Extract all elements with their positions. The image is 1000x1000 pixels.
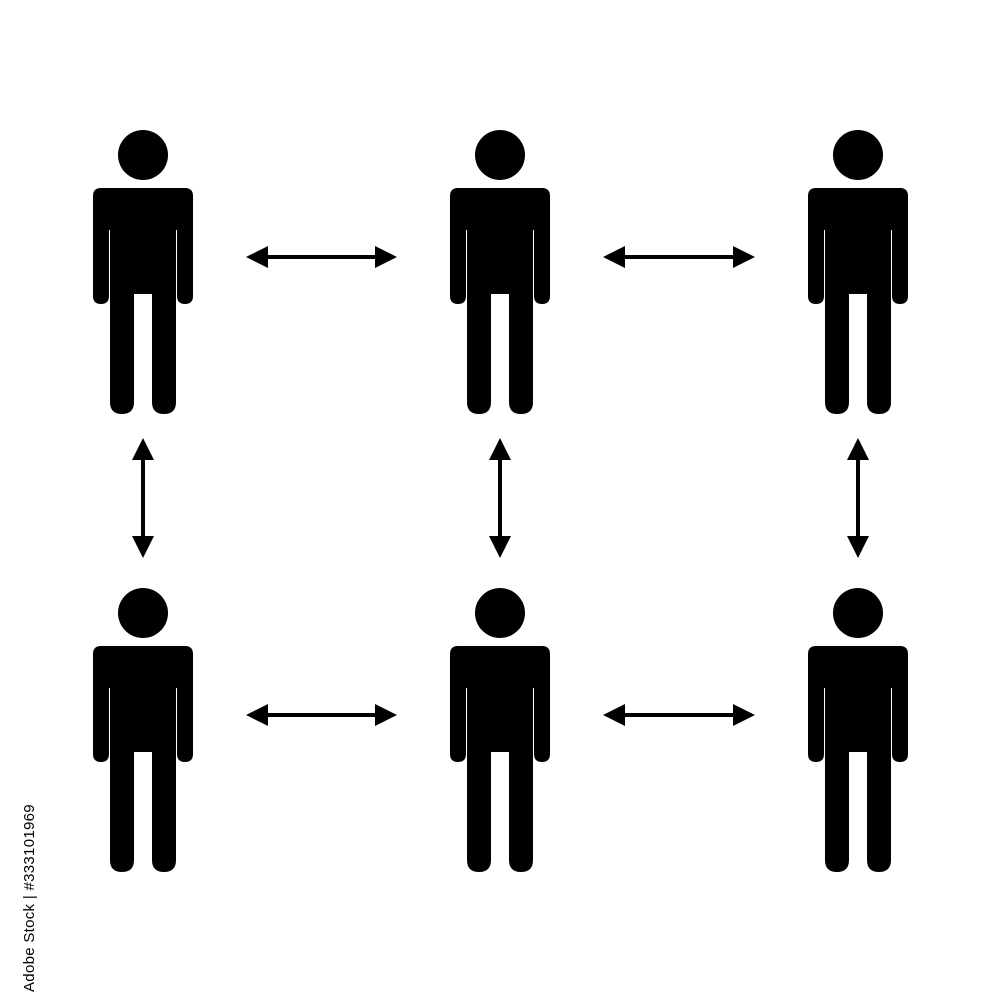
person-icon — [93, 588, 193, 872]
double-headed-arrow-icon — [489, 438, 511, 558]
person-icon — [808, 588, 908, 872]
person-icon — [450, 130, 550, 414]
person-icon — [450, 588, 550, 872]
person-icon — [808, 130, 908, 414]
stock-id-text: Adobe Stock | #333101969 — [21, 804, 38, 992]
double-headed-arrow-icon — [246, 704, 397, 726]
arrows-layer — [132, 246, 869, 726]
double-headed-arrow-icon — [132, 438, 154, 558]
double-headed-arrow-icon — [847, 438, 869, 558]
double-headed-arrow-icon — [603, 704, 755, 726]
person-icon — [93, 130, 193, 414]
double-headed-arrow-icon — [603, 246, 755, 268]
double-headed-arrow-icon — [246, 246, 397, 268]
